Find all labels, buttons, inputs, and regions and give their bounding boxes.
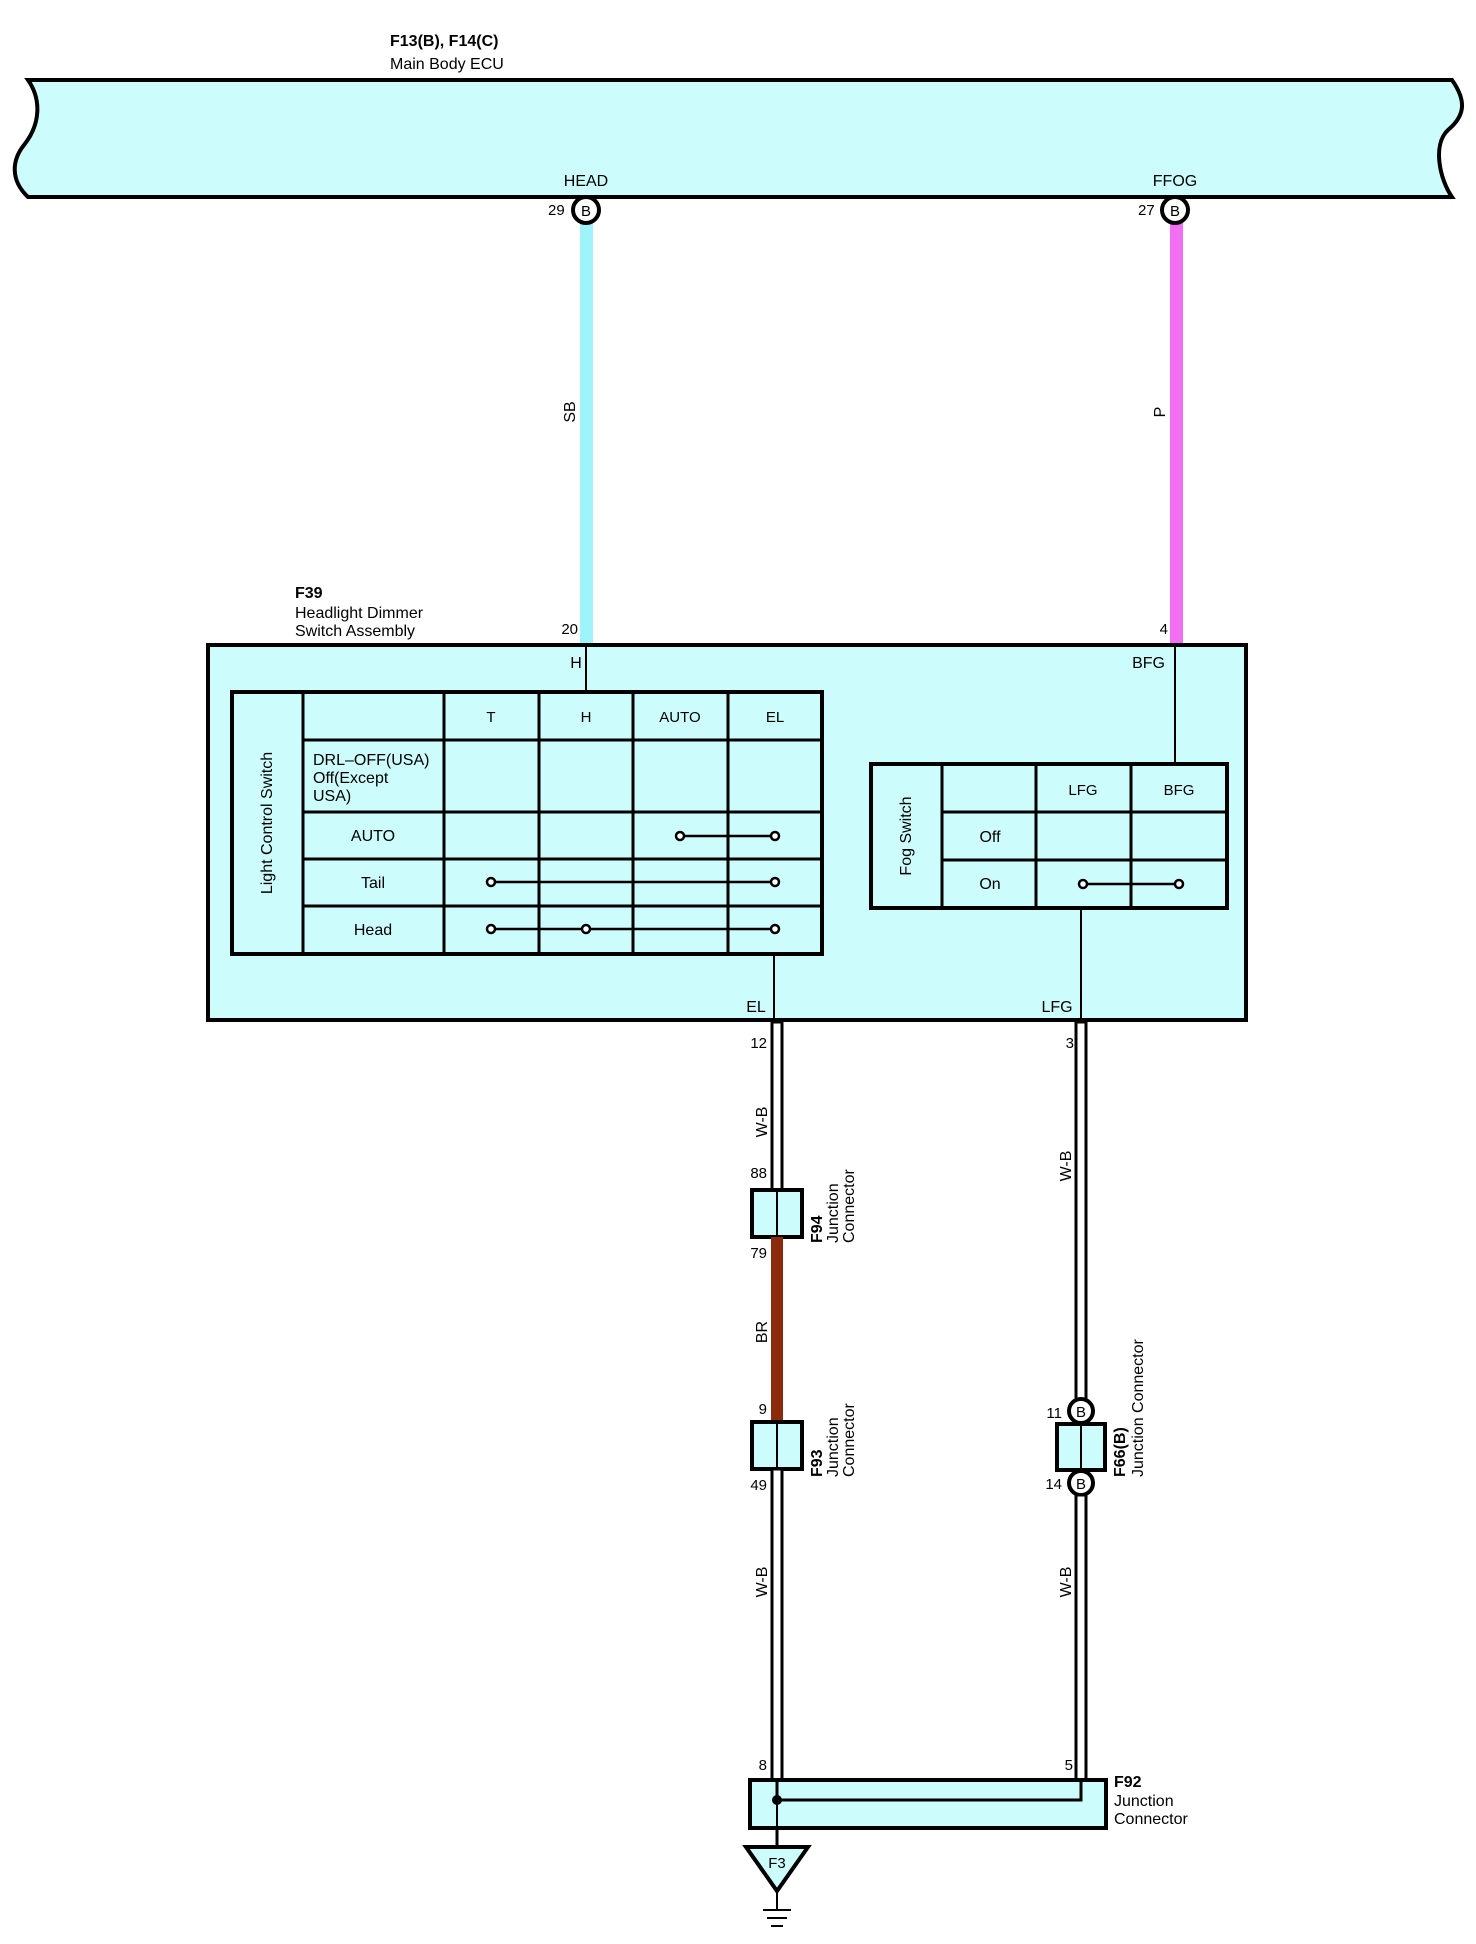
- wire-ffog-p: [1170, 223, 1183, 645]
- ecu-terminal-ffog: FFOG 27: [1138, 173, 1197, 219]
- lc-contact-head: [485, 923, 781, 935]
- f66-pin-top: 11: [1046, 1405, 1062, 1422]
- ecu-terminal-head: HEAD 29: [548, 173, 608, 219]
- terminal-head-pin: 29: [548, 202, 565, 219]
- f66-code: F66(B): [1112, 1427, 1129, 1477]
- f93-code: F93: [809, 1449, 826, 1477]
- f94-line2: Connector: [841, 1169, 858, 1243]
- svg-text:B: B: [1076, 1404, 1086, 1421]
- ecu-name: Main Body ECU: [390, 56, 504, 73]
- ground-triangle: [742, 1845, 812, 1895]
- f94-pin-top: 88: [750, 1165, 767, 1182]
- f92-pin-right: 5: [1065, 1757, 1073, 1774]
- lc-row-off-except: Off(Except: [313, 770, 389, 787]
- lc-row-auto: AUTO: [351, 828, 395, 845]
- fog-row-on: On: [979, 876, 1000, 893]
- f93-pin-bottom: 49: [750, 1477, 767, 1494]
- f93-pin-top: 9: [759, 1401, 767, 1418]
- lc-row-head: Head: [354, 922, 392, 939]
- switch-name-line2: Switch Assembly: [295, 623, 415, 640]
- switch-label-lfg: LFG: [1041, 999, 1072, 1016]
- wire-el-upper-color-code: W-B: [754, 1107, 771, 1138]
- switch-label-bfg: BFG: [1132, 655, 1165, 672]
- junction-connector-f94: 88 79 F94 Junction Connector: [750, 1165, 858, 1262]
- junction-connector-f93: 9 49 F93 Junction Connector: [750, 1401, 858, 1494]
- fog-row-off: Off: [979, 829, 1001, 846]
- f66-connector-b-bottom: B: [1067, 1469, 1095, 1497]
- f92-code: F92: [1114, 1774, 1142, 1791]
- ecu-body: [12, 78, 1464, 199]
- wire-el-upper: [770, 1020, 784, 1192]
- switch-code: F39: [295, 585, 323, 602]
- f66-pin-bottom: 14: [1045, 1476, 1062, 1493]
- lc-contact-auto: [674, 830, 781, 842]
- switch-label-el: EL: [746, 999, 766, 1016]
- f66-connector-b-top: B: [1067, 1397, 1095, 1425]
- f92-line1: Junction: [1114, 1793, 1174, 1810]
- f66-line1: Junction Connector: [1130, 1338, 1147, 1477]
- wire-ffog-color-code: P: [1152, 407, 1169, 418]
- lc-row-usa: USA): [313, 788, 351, 805]
- fog-contact-on: [1077, 878, 1185, 890]
- f93-line1: Junction: [825, 1417, 842, 1477]
- main-body-ecu: F13(B), F14(C) Main Body ECU: [12, 33, 1464, 199]
- terminal-ffog-pin: 27: [1138, 202, 1155, 219]
- lc-col-auto: AUTO: [659, 709, 700, 726]
- headlight-dimmer-switch: F39 Headlight Dimmer Switch Assembly 20 …: [206, 585, 1248, 1022]
- svg-text:B: B: [1170, 203, 1180, 220]
- ecu-code: F13(B), F14(C): [390, 33, 498, 50]
- fog-col-bfg: BFG: [1164, 782, 1195, 799]
- wire-lfg-lower: [1074, 1493, 1088, 1782]
- junction-connector-f92: 8 5 F92 Junction Connector: [748, 1757, 1188, 1830]
- f92-pin-left: 8: [759, 1757, 767, 1774]
- fog-switch-title: Fog Switch: [898, 796, 915, 875]
- lc-col-el: EL: [766, 709, 784, 726]
- terminal-head-label: HEAD: [564, 173, 608, 190]
- connector-b-ffog: B: [1160, 195, 1190, 225]
- lc-col-h: H: [581, 709, 592, 726]
- switch-name-line1: Headlight Dimmer: [295, 605, 424, 622]
- wire-el-mid-color-code: BR: [754, 1321, 771, 1343]
- wire-el-lower-color-code: W-B: [754, 1567, 771, 1598]
- light-control-switch-table: Light Control Switch T H AUTO EL DRL–OFF…: [230, 690, 824, 956]
- ground-f3: F3: [742, 1828, 812, 1927]
- wire-lfg-lower-color-code: W-B: [1058, 1567, 1075, 1598]
- f94-line1: Junction: [825, 1183, 842, 1243]
- switch-pin-el: 12: [750, 1035, 767, 1052]
- terminal-ffog-label: FFOG: [1153, 173, 1197, 190]
- lc-contact-tail: [485, 876, 781, 888]
- lc-row-tail: Tail: [361, 875, 385, 892]
- wire-el-lower: [770, 1467, 784, 1782]
- fog-col-lfg: LFG: [1068, 782, 1097, 799]
- svg-text:B: B: [581, 203, 591, 220]
- wire-head-sb: [580, 223, 593, 645]
- switch-pin-lfg: 3: [1066, 1035, 1074, 1052]
- wire-el-mid-br: [771, 1237, 783, 1422]
- connector-b-head: B: [571, 195, 601, 225]
- f93-line2: Connector: [841, 1403, 858, 1477]
- lc-col-t: T: [486, 709, 495, 726]
- f92-line2: Connector: [1114, 1811, 1188, 1828]
- f94-pin-bottom: 79: [750, 1245, 767, 1262]
- switch-pin-h: 20: [561, 621, 578, 638]
- switch-pin-bfg: 4: [1160, 621, 1168, 638]
- light-control-title: Light Control Switch: [259, 752, 276, 894]
- fog-switch-table: Fog Switch LFG BFG Off On: [869, 762, 1229, 910]
- lc-row-drl-off: DRL–OFF(USA): [313, 752, 429, 769]
- ground-code: F3: [768, 1855, 786, 1872]
- wire-lfg-upper: [1074, 1020, 1088, 1412]
- wire-head-color-code: SB: [562, 401, 579, 422]
- svg-text:B: B: [1076, 1476, 1086, 1493]
- switch-label-h: H: [570, 655, 582, 672]
- f94-code: F94: [809, 1215, 826, 1243]
- wire-lfg-upper-color-code: W-B: [1058, 1151, 1075, 1182]
- junction-connector-f66: 11 B B 14 F66(B) Junction Connector: [1045, 1338, 1147, 1497]
